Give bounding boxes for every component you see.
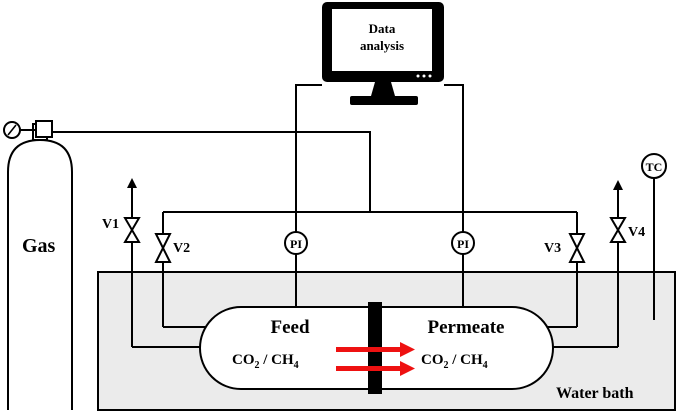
monitor-text-line2: analysis (360, 38, 404, 53)
monitor-dot (416, 74, 420, 78)
data-line-right (444, 84, 464, 232)
valve-v1-icon (123, 217, 141, 243)
valve-v3-label: V3 (544, 241, 561, 256)
permeate-label: Permeate (428, 317, 505, 338)
valve-v1-label: V1 (102, 217, 119, 232)
tc-label: TC (646, 160, 663, 174)
tc-indicator (641, 153, 667, 179)
cylinder-valve-head (35, 120, 53, 138)
monitor-dot (428, 74, 432, 78)
valve-v3-icon (568, 233, 586, 263)
feed-label: Feed (270, 317, 309, 338)
monitor-dot (422, 74, 426, 78)
valve-v4-label: V4 (628, 225, 645, 240)
monitor-text-line1: Data (369, 21, 396, 36)
data-line-left (295, 84, 322, 232)
water-bath-label: Water bath (556, 385, 634, 402)
valve-v4-icon (609, 217, 627, 243)
permeation-arrow-icon (336, 361, 415, 376)
monitor-stand (371, 82, 395, 96)
pi-right-label: PI (457, 237, 469, 251)
monitor-base (350, 96, 418, 105)
pi-left-label: PI (290, 237, 302, 251)
pi-left-indicator (284, 231, 308, 255)
cylinder-body (7, 138, 73, 410)
gas-supply-line (52, 131, 371, 212)
monitor-screen (332, 9, 432, 71)
vent-arrow-left-icon (127, 178, 137, 188)
gas-cylinder: Gas (3, 120, 73, 410)
vent-arrow-right-icon (613, 180, 623, 190)
feed-gas-label: CO2 / CH4 (232, 352, 299, 371)
permeation-arrow-icon (336, 342, 415, 357)
valve-v2-label: V2 (173, 241, 190, 256)
cylinder-label: Gas (22, 235, 56, 257)
valve-v2-icon (154, 233, 172, 263)
permeate-gas-label: CO2 / CH4 (421, 352, 488, 371)
gauge-needle (7, 124, 17, 136)
monitor: Data analysis (322, 2, 444, 105)
pi-right-indicator (451, 231, 475, 255)
